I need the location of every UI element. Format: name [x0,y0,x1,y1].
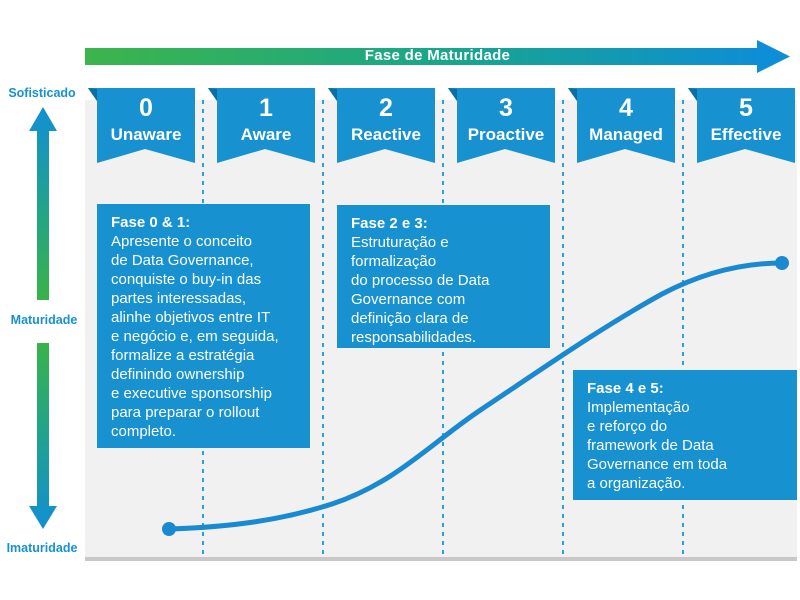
ribbon-shape [688,88,795,163]
callout-title: Fase 0 & 1: [111,214,191,231]
ribbon-shape [448,88,555,163]
callout-body: Estruturação e formalização do processo … [351,234,490,346]
callout-body: Implementação e reforço do framework de … [587,399,728,492]
ribbon-shape [568,88,675,163]
phase-banner-proactive: 3 Proactive [448,88,555,165]
phase-banner-reactive: 2 Reactive [328,88,435,165]
phase-label: Proactive [467,125,545,144]
callout-title: Fase 2 e 3: [351,215,428,232]
phase-axis-title: Fase de Maturidade [364,47,511,64]
phase-banner-unaware: 0 Unaware [88,88,195,165]
ribbon-shape [208,88,315,163]
phase-number: 1 [259,94,273,122]
phase-axis-arrow [85,40,790,73]
callout-fase-4-5: Fase 4 e 5: Implementação e reforço do f… [573,370,797,500]
phase-label: Effective [710,125,782,144]
ribbon-shape [88,88,195,163]
y-axis-label-maturity: Maturidade [10,313,78,327]
phase-label: Unaware [110,125,182,144]
callout-body: Apresente o conceito de Data Governance,… [111,233,279,440]
y-axis-label-sophisticated: Sofisticado [8,86,76,100]
callout-title: Fase 4 e 5: [587,380,664,397]
phase-number: 0 [139,94,153,122]
phase-banner-aware: 1 Aware [208,88,315,165]
arrow-down-icon [29,343,57,529]
y-axis-label-immaturity: Imaturidade [6,541,78,555]
arrow-right-icon [757,40,790,73]
callout-fase-2-3: Fase 2 e 3: Estruturação e formalização … [337,205,550,348]
arrow-up-icon [29,107,57,300]
phase-label: Aware [240,125,292,144]
phase-banner-managed: 4 Managed [568,88,675,165]
phase-label: Reactive [351,125,421,144]
ribbon-shape [328,88,435,163]
phase-number: 3 [499,94,513,122]
phase-banner-effective: 5 Effective [688,88,795,165]
phase-number: 4 [619,94,633,122]
phase-number: 2 [379,94,393,122]
phase-number: 5 [739,94,753,122]
phase-label: Managed [589,125,663,144]
phase-axis-bar [85,48,761,65]
callout-fase-0-1: Fase 0 & 1: Apresente o conceito de Data… [97,204,310,448]
